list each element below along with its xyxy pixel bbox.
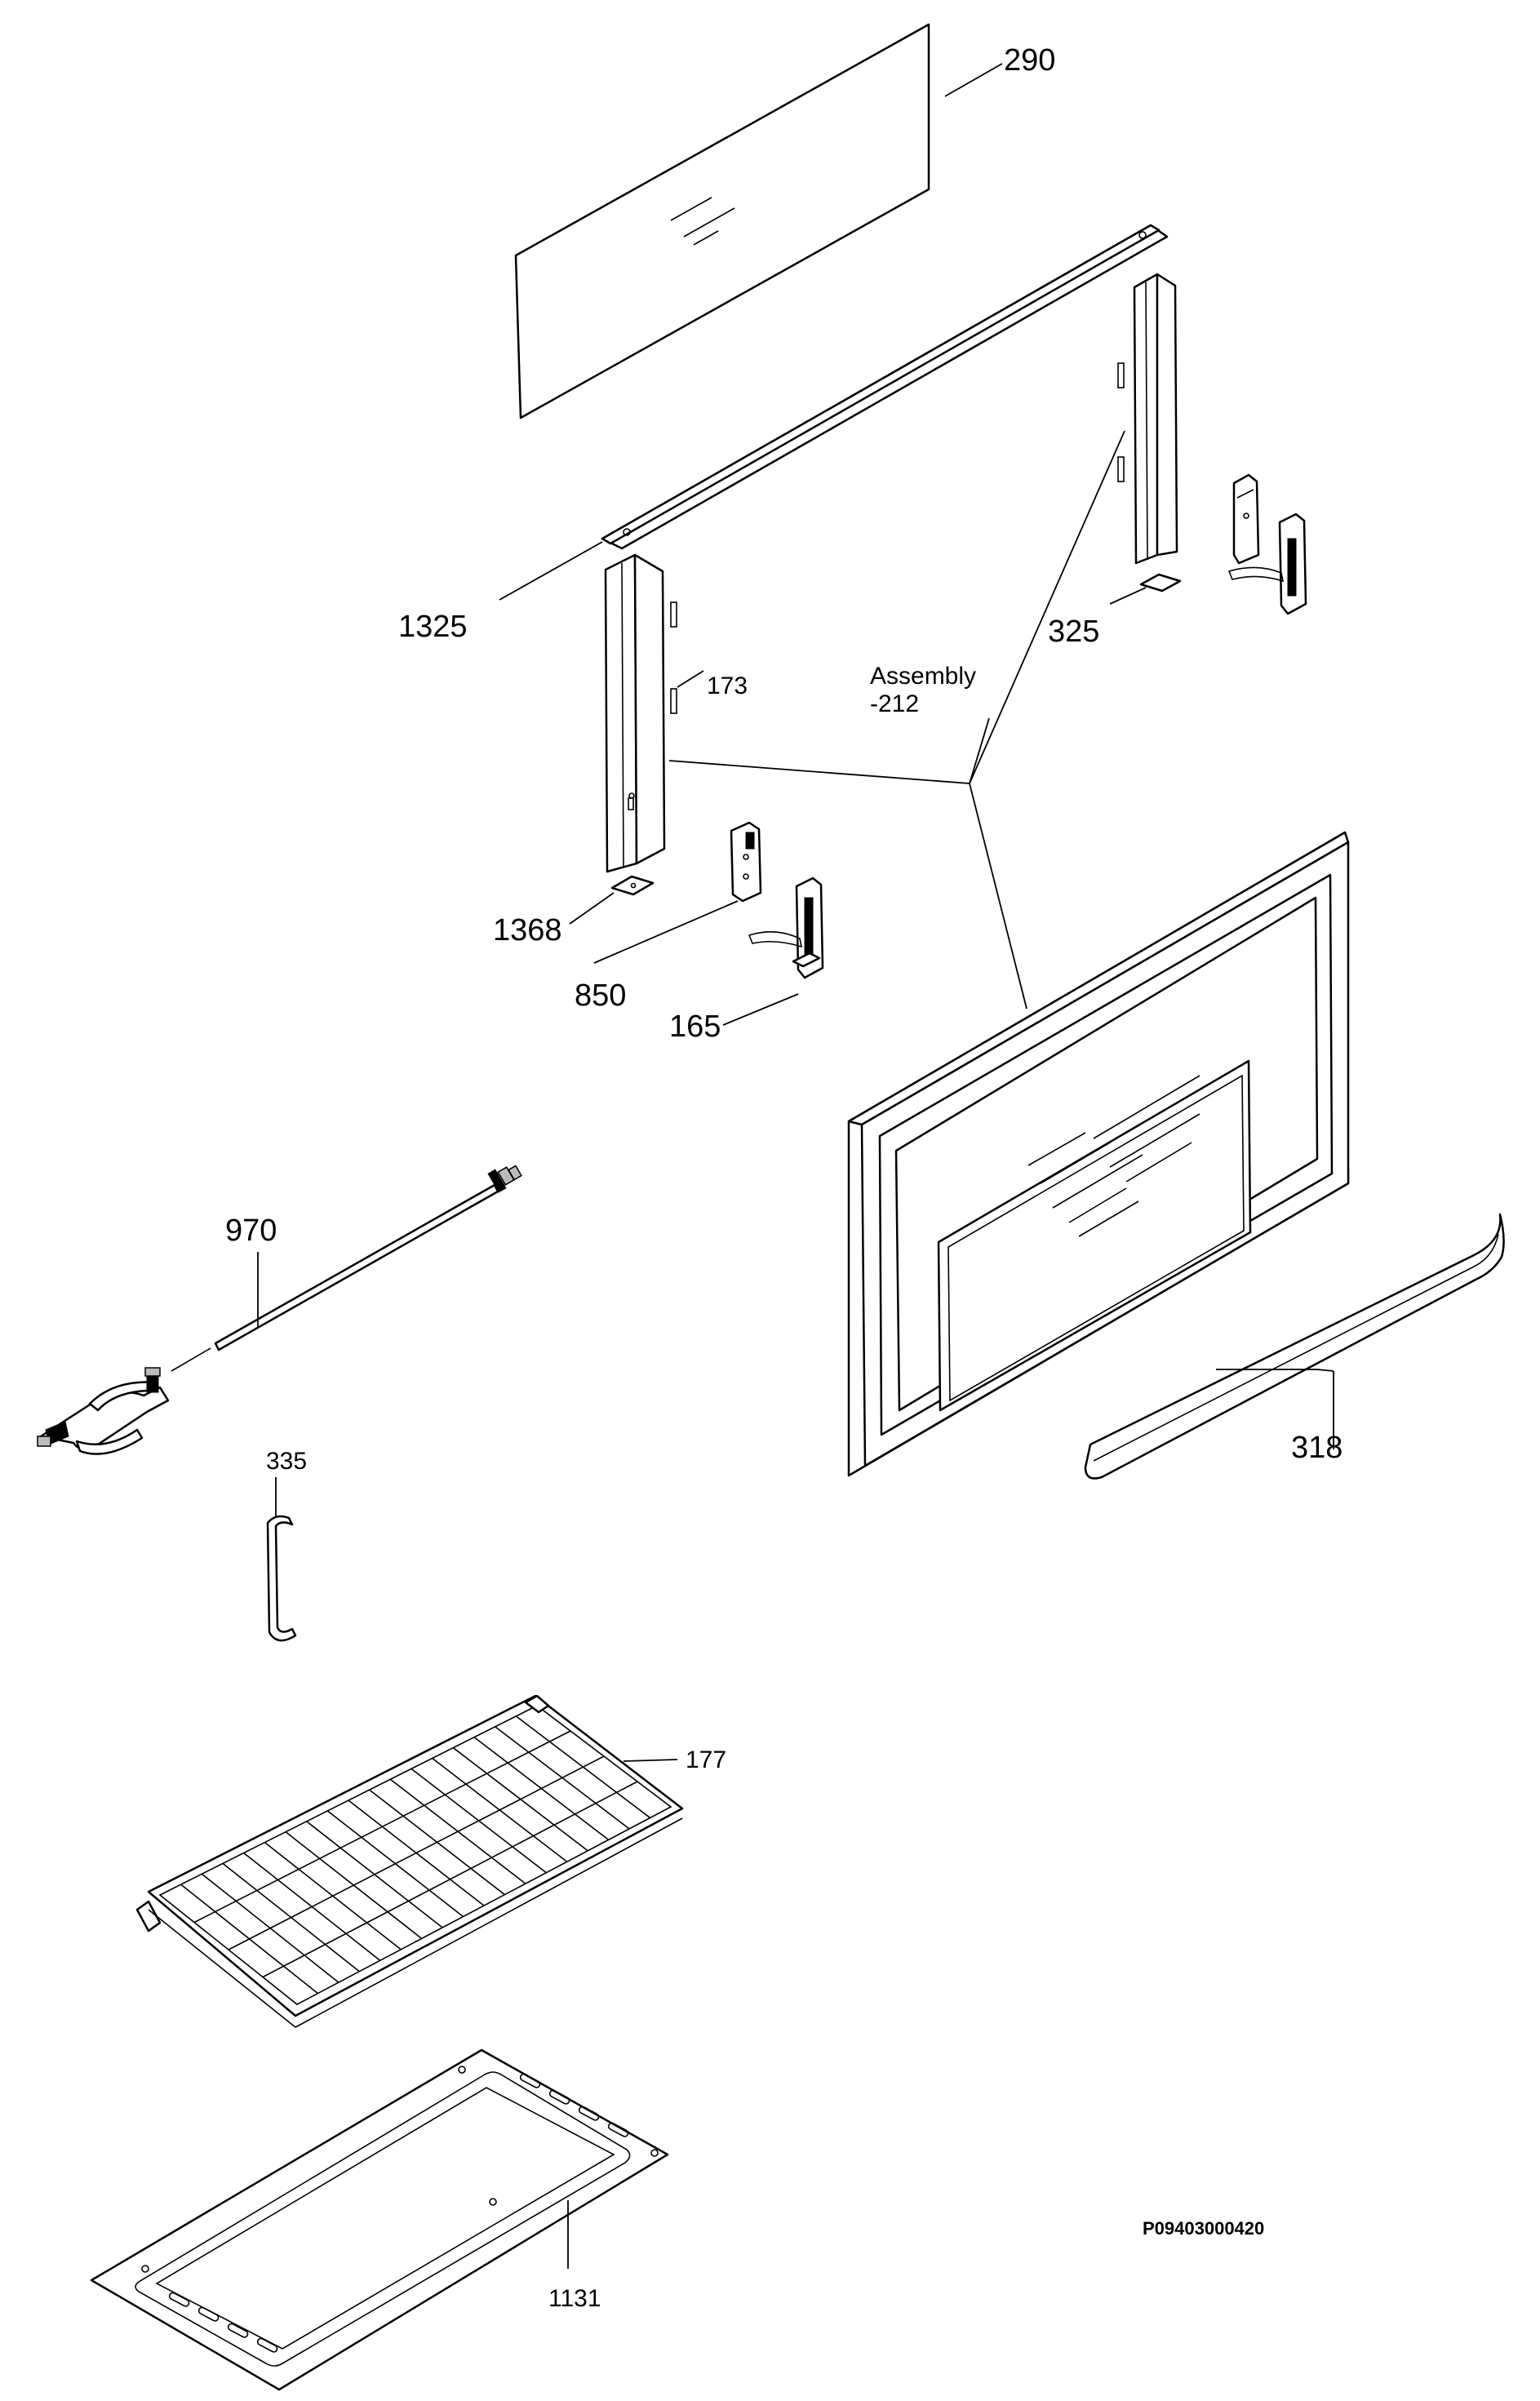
label-325: 325 xyxy=(1048,615,1099,649)
part-335-hook xyxy=(266,1515,297,1642)
tray-vent-slot xyxy=(227,2323,249,2338)
part-850-hinge-receiver xyxy=(730,821,762,903)
part-177-wire-shelf xyxy=(135,1694,684,2028)
tray-vent-slot xyxy=(578,2106,600,2121)
label-335: 335 xyxy=(266,1448,307,1475)
part-290-inner-glass xyxy=(514,23,930,419)
label-173: 173 xyxy=(707,672,748,699)
tray-vent-slot xyxy=(256,2337,278,2353)
part-right-hinge xyxy=(1227,473,1307,615)
shelf-crosswire xyxy=(228,1755,605,1951)
drawing-code: P09403000420 xyxy=(1143,2218,1264,2239)
tray-vent-slot xyxy=(607,2122,629,2137)
label-177: 177 xyxy=(686,1746,726,1773)
tray-vent-slot xyxy=(168,2292,190,2307)
tray-vent-slot xyxy=(548,2089,570,2105)
part-1325-top-rail xyxy=(601,224,1169,550)
label-1325: 1325 xyxy=(398,610,468,644)
part-318-handle xyxy=(1084,1213,1505,1480)
label-850: 850 xyxy=(575,979,626,1013)
part-right-frame-profile xyxy=(1117,273,1182,592)
part-1368-plate xyxy=(610,875,655,896)
part-165-hinge xyxy=(748,877,824,979)
label-970: 970 xyxy=(225,1214,277,1248)
label-1131: 1131 xyxy=(548,2285,601,2312)
shelf-crosswire xyxy=(262,1781,638,1978)
tray-vent-slot xyxy=(519,2073,541,2088)
part-left-frame-profile xyxy=(604,553,677,873)
label-290: 290 xyxy=(1004,43,1055,78)
part-1131-baking-tray xyxy=(90,2048,669,2391)
shelf-crosswire xyxy=(193,1730,571,1924)
label-assembly-number: -212 xyxy=(870,690,919,717)
label-1368: 1368 xyxy=(493,913,562,948)
part-970-spit-rod xyxy=(37,1165,522,1455)
leader-lines xyxy=(257,63,1334,2269)
label-318: 318 xyxy=(1291,1431,1343,1465)
part-outer-door-glass xyxy=(847,831,1350,1477)
label-assembly: Assembly xyxy=(870,663,976,690)
label-165: 165 xyxy=(669,1010,721,1044)
tray-vent-slot xyxy=(197,2306,220,2322)
